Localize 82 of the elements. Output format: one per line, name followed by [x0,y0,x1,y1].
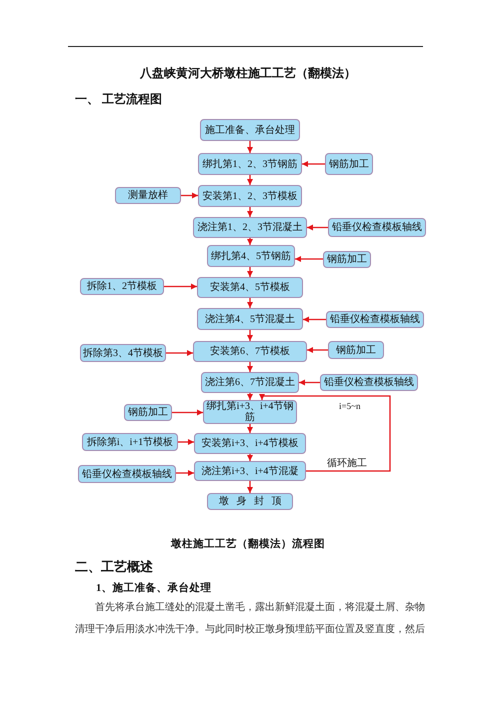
arrow [247,141,253,153]
step-text: 浇注第i+3、i+4节混凝 [202,466,298,476]
process-box [328,218,426,237]
step-text: 绑扎第1、2、3节钢筋 [202,158,298,170]
step-text: 测量放样 [128,190,168,201]
step-text: 铅垂仪检查模板轴线 [332,222,422,233]
arrow [181,192,198,198]
process-box [80,278,164,295]
arrow [176,470,194,476]
arrow [247,175,253,185]
process-box [194,461,306,481]
step-text: 浇注第1、2、3节混凝土 [198,222,302,233]
arrow [247,393,253,400]
process-box [200,119,300,141]
figure-caption: 墩柱施工工艺（翻模法）流程图 [171,538,325,551]
process-box [197,308,303,330]
arrow [247,330,253,341]
step-text: 绑扎第i+3、i+4节钢筋 [206,401,294,423]
process-box [326,311,424,328]
process-box [80,344,166,362]
step-text: 钢筋加工 [128,407,168,418]
step-text: 墩 身 封 顶 [218,496,282,507]
process-box [328,341,384,359]
process-box [325,153,373,175]
arrow [166,350,193,356]
arrow [307,224,328,230]
process-box [320,374,418,391]
step-text: 绑扎第4、5节钢筋 [211,250,291,262]
arrow [259,394,391,472]
section-heading: 二、工艺概述 [75,559,153,575]
process-box [207,493,293,510]
arrow [247,298,253,308]
arrow [164,284,197,290]
step-text: 钢筋加工 [329,158,369,170]
step-text: 施工准备、承台处理 [205,124,295,136]
arrow [299,380,320,386]
step-text: 钢筋加工 [327,254,367,265]
step-text: 浇注第6、7节混凝土 [205,377,295,388]
step-text: 拆除第3、4节模板 [83,348,163,358]
process-box [193,341,307,362]
arrow [247,424,253,433]
process-box [193,217,307,238]
arrow [247,481,253,493]
loop-condition-text: i=5~n [339,401,360,412]
arrow [247,238,253,245]
process-box [198,153,302,175]
process-box [194,433,306,454]
process-box [207,245,295,267]
process-box [201,372,299,393]
process-box [323,251,371,268]
arrow [247,267,253,277]
process-box [82,433,178,451]
step-text: 铅垂仪检查模板轴线 [324,377,414,388]
arrow [247,454,253,461]
arrow [172,410,203,416]
arrow [247,207,253,217]
arrow [307,347,328,353]
step-text: 安装第4、5节模板 [210,282,290,293]
process-box [115,187,181,204]
process-box [124,404,172,421]
step-text: 安装第1、2、3节模板 [202,190,298,202]
step-text: 安装第i+3、i+4节模板 [202,438,298,449]
step-text: 铅垂仪检查模板轴线 [330,314,420,325]
step-text: 铅垂仪检查模板轴线 [82,468,172,480]
arrow [247,362,253,372]
arrow [303,316,326,322]
document-title: 八盘峡黄河大桥墩柱施工工艺（翻模法） [140,66,356,80]
process-box [198,185,302,207]
body-paragraph: 首先将承台施工缝处的混凝土凿毛，露出新鲜混凝土面，将混凝土屑、杂物清理干净后用淡水冲洗干净。与此同时校正墩身预埋筋平面位置及竖直度，然后 [75,600,426,637]
subsection-heading: 1、施工准备、承台处理 [96,582,212,595]
process-box [78,465,176,483]
step-text: 拆除第i、i+1节模板 [86,436,174,448]
arrow [295,256,323,262]
step-text: 钢筋加工 [336,344,376,356]
step-text: 浇注第4、5节混凝土 [205,314,295,324]
edge-label: 循环施工 [326,458,368,470]
arrow [178,439,194,445]
arrow [302,161,325,167]
step-text: 安装第6、7节模板 [210,346,290,357]
section-heading: 一、 工艺流程图 [75,92,162,107]
process-box [197,277,303,298]
step-text: 拆除1、2节模板 [87,281,157,292]
